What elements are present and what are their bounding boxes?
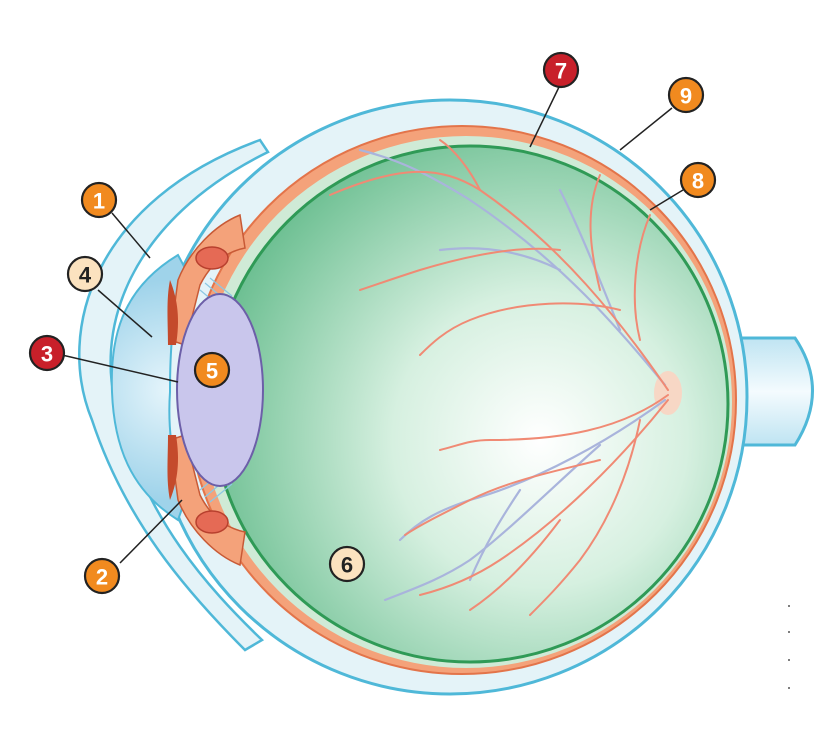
marker-label: 8 (692, 169, 704, 194)
marker-circle (679, 161, 717, 199)
marker-label: 5 (206, 359, 218, 384)
marker-circle (80, 181, 118, 219)
marker-circle (66, 255, 104, 293)
retinal-arteries (329, 139, 669, 616)
marker-9: 9 (667, 76, 705, 114)
leader-line-9 (619, 107, 673, 151)
leader-line-7 (529, 84, 561, 148)
marker-1: 1 (80, 181, 118, 219)
marker-3: 3 (28, 334, 66, 372)
marker-label: 1 (93, 189, 105, 214)
leader-line-1 (111, 212, 151, 259)
marker-circle (193, 351, 231, 389)
leader-line-4 (97, 289, 153, 338)
leader-line-3 (61, 354, 179, 383)
marker-8: 8 (679, 161, 717, 199)
iris-bottom (167, 435, 178, 500)
ciliary-muscle-bottom (195, 510, 229, 534)
anterior-chamber (110, 253, 188, 522)
marker-label: 7 (555, 59, 567, 84)
marker-label: 3 (41, 342, 53, 367)
marker-4: 4 (66, 255, 104, 293)
vitreous-body (210, 144, 730, 664)
marker-circle (542, 51, 580, 89)
marker-circle (83, 557, 121, 595)
marker-label: 6 (341, 553, 353, 578)
marker-label: 4 (79, 263, 92, 288)
leader-lines (61, 84, 684, 564)
marker-circle (328, 545, 366, 583)
marker-circle (667, 76, 705, 114)
marker-5: 5 (193, 351, 231, 389)
marker-circle (28, 334, 66, 372)
leader-line-8 (649, 189, 684, 211)
leader-line-2 (119, 499, 183, 564)
markers: 1 2 3 4 5 6 7 8 9 (28, 51, 717, 595)
retinal-veins (358, 148, 667, 602)
lens (176, 293, 264, 487)
edge-dots (788, 605, 790, 689)
marker-label: 2 (96, 565, 108, 590)
iris-top (167, 280, 178, 345)
marker-label: 9 (680, 84, 692, 109)
marker-7: 7 (542, 51, 580, 89)
marker-6: 6 (328, 545, 366, 583)
marker-2: 2 (83, 557, 121, 595)
ciliary-muscle-top (195, 246, 229, 270)
